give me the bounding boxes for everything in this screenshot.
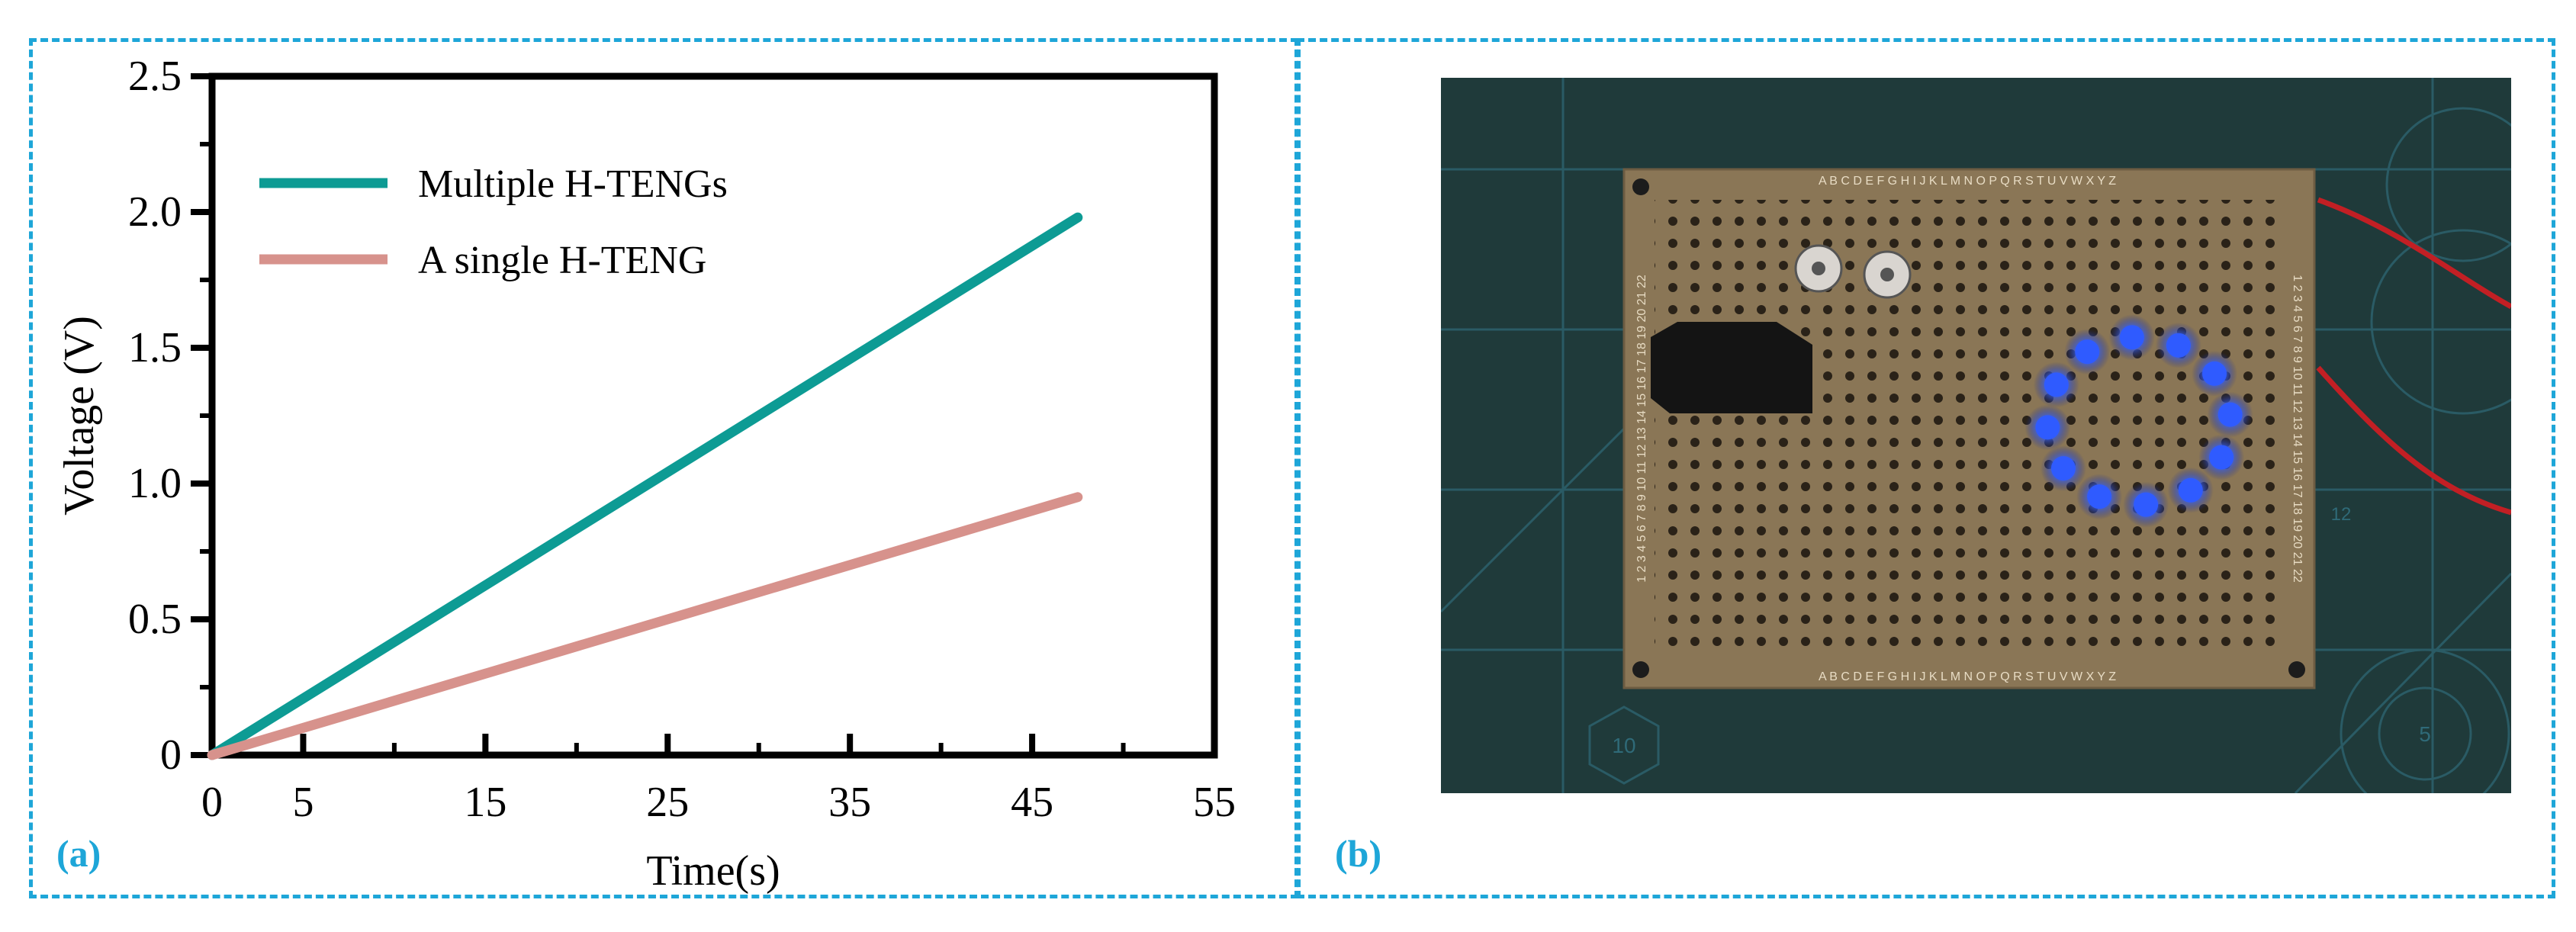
board-numbers-right: 1 2 3 4 5 6 7 8 9 10 11 12 13 14 15 16 1… — [2291, 275, 2304, 583]
red-wire-bottom — [2316, 365, 2511, 516]
circuit-board-photo: 10 5 12 A B C D E F G H I J K L M N O P … — [1441, 78, 2511, 793]
y-tick-label: 0.5 — [128, 596, 182, 643]
x-tick-label: 55 — [1193, 779, 1236, 826]
mat-number-5: 5 — [2419, 722, 2431, 746]
chart-series — [207, 212, 1083, 760]
blue-led — [2035, 415, 2060, 440]
x-tick-label: 15 — [464, 779, 507, 826]
red-wire-top — [2317, 197, 2511, 310]
panel-a-frame — [29, 38, 1298, 898]
panel-b-label: (b) — [1335, 832, 1382, 875]
x-tick-label: 35 — [828, 779, 871, 826]
photo-scene: 10 5 12 A B C D E F G H I J K L M N O P … — [1441, 78, 2511, 793]
legend-label: A single H-TENG — [418, 239, 706, 282]
board-letters-bottom: A B C D E F G H I J K L M N O P Q R S T … — [1819, 670, 2116, 683]
black-component — [1651, 322, 1812, 413]
blue-led — [2217, 402, 2243, 427]
led-ring — [2024, 314, 2253, 528]
panel-a-label: (a) — [56, 832, 101, 875]
x-tick-label: 25 — [646, 779, 689, 826]
blue-led — [2178, 477, 2203, 503]
y-axis-title: Voltage (V) — [56, 316, 103, 516]
blue-led — [2202, 361, 2227, 386]
blue-led — [2044, 372, 2069, 397]
blue-led — [2166, 333, 2191, 358]
series-line-single — [207, 492, 1083, 760]
blue-led — [2134, 492, 2159, 517]
board-letters-top: A B C D E F G H I J K L M N O P Q R S T … — [1819, 175, 2116, 188]
blue-led — [2050, 456, 2076, 481]
series-line-multiple — [207, 212, 1083, 760]
mat-number-10: 10 — [1612, 734, 1635, 757]
x-axis-title: Time(s) — [646, 847, 780, 895]
x-tick-label: 45 — [1011, 779, 1053, 826]
chart-ticks: 0 5 15 25 35 45 55 0 0.5 1.0 1.5 2.0 2.5 — [128, 53, 1236, 826]
x-tick-label: 5 — [292, 779, 314, 826]
chart-legend: Multiple H-TENGs A single H-TENG — [259, 162, 728, 282]
board-numbers-left: 1 2 3 4 5 6 7 8 9 10 11 12 13 14 15 16 1… — [1635, 275, 1648, 583]
y-tick-label: 2.5 — [128, 53, 182, 100]
capacitors — [1794, 244, 1912, 299]
y-tick-label: 2.0 — [128, 188, 182, 236]
mat-number-12: 12 — [2331, 504, 2352, 525]
panel-b-frame — [1297, 38, 2555, 898]
perfboard — [1622, 168, 2316, 689]
legend-label: Multiple H-TENGs — [418, 162, 728, 206]
blue-led — [2209, 445, 2234, 470]
y-tick-label: 1.5 — [128, 324, 182, 371]
y-tick-label: 0 — [160, 731, 182, 779]
blue-led — [2087, 484, 2112, 509]
blue-led — [2075, 339, 2100, 365]
x-tick-label: 0 — [201, 779, 223, 826]
y-tick-label: 1.0 — [128, 460, 182, 507]
blue-led — [2119, 325, 2144, 350]
